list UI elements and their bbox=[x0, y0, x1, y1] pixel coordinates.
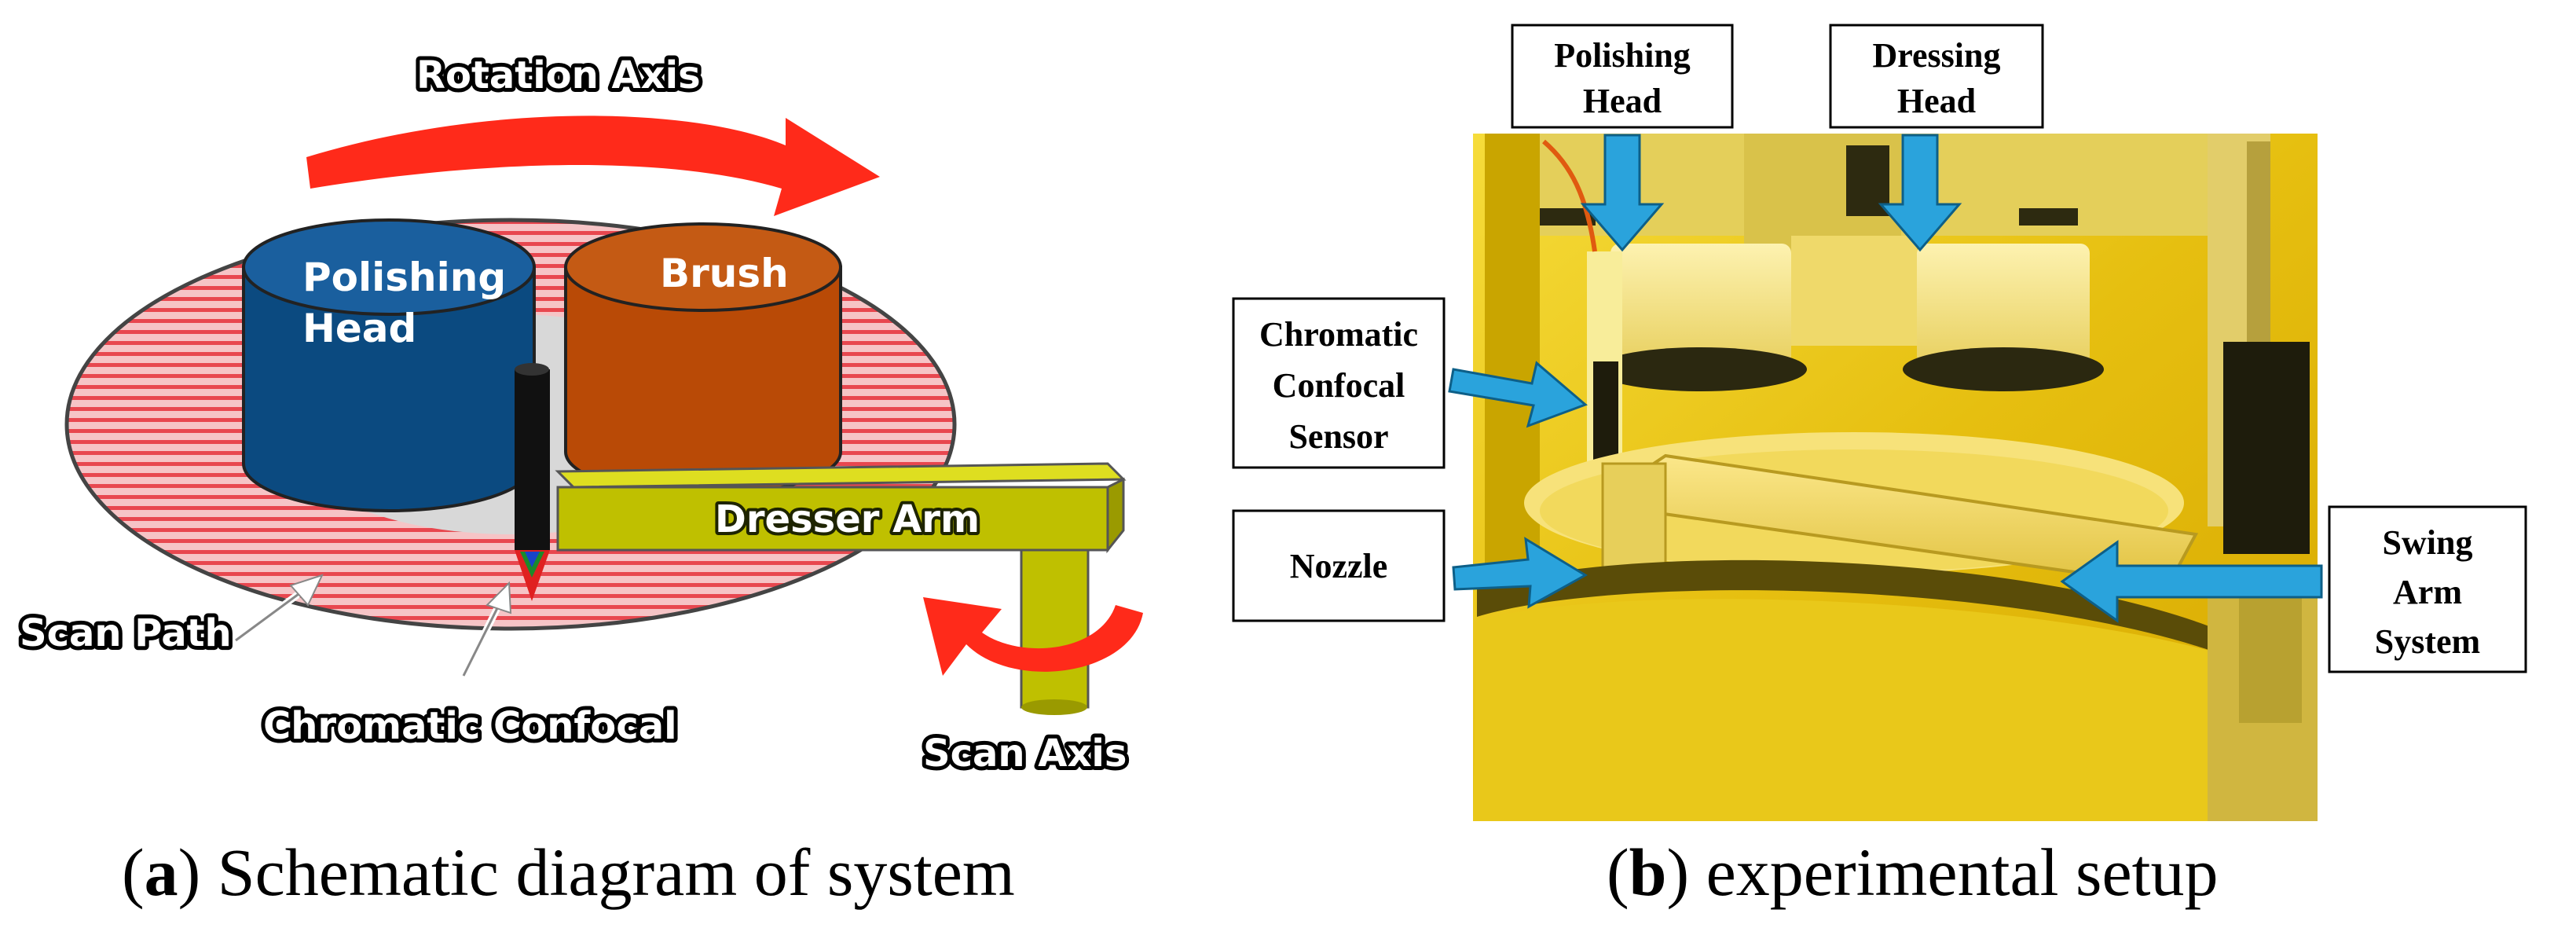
experimental-setup-figure: Polishing Head Dressing Head Chromatic C… bbox=[1232, 24, 2527, 821]
swing-arm-arrow bbox=[2060, 540, 2323, 623]
polishing-head-label-1: Polishing bbox=[302, 255, 506, 300]
dresser-arm-label: Dresser Arm bbox=[715, 497, 980, 541]
caption-a: (a) Schematic diagram of system bbox=[122, 834, 1015, 910]
caption-a-letter: a bbox=[144, 834, 178, 910]
sensor-box-line1: Chromatic bbox=[1259, 315, 1418, 354]
scan-axis-label: Scan Axis bbox=[923, 732, 1127, 776]
dressing-head-box-line2: Head bbox=[1897, 82, 1976, 120]
caption-b-text: experimental setup bbox=[1706, 834, 2219, 910]
chromatic-confocal-pointer bbox=[460, 581, 512, 678]
nozzle-box: Nozzle bbox=[1232, 509, 1446, 622]
swing-arm-system-box: Swing Arm System bbox=[2328, 505, 2527, 673]
sensor-box-line2: Confocal bbox=[1273, 366, 1405, 405]
brush-label: Brush bbox=[660, 251, 789, 296]
setup-photo bbox=[1473, 134, 2318, 821]
caption-a-text: Schematic diagram of system bbox=[217, 834, 1015, 910]
panel-b-experimental-setup: Polishing Head Dressing Head Chromatic C… bbox=[1226, 0, 2576, 939]
rotation-axis-arrow bbox=[306, 116, 880, 216]
sensor-arrow bbox=[1448, 361, 1588, 428]
polishing-head-box-line2: Head bbox=[1583, 82, 1662, 120]
scan-path-pointer bbox=[233, 574, 324, 644]
swing-box-line3: System bbox=[2375, 622, 2480, 661]
dresser-arm bbox=[555, 462, 1127, 715]
scan-axis-arrow bbox=[923, 597, 1143, 676]
schematic-diagram: Rotation Axis Polishing Head Brush bbox=[16, 50, 1143, 779]
dressing-head-box: Dressing Head bbox=[1829, 24, 2044, 129]
polishing-head-box-line1: Polishing bbox=[1554, 36, 1691, 75]
nozzle-box-label: Nozzle bbox=[1290, 547, 1388, 585]
panel-a-schematic: Rotation Axis Polishing Head Brush bbox=[0, 0, 1226, 939]
chromatic-confocal-label: Chromatic Confocal bbox=[263, 704, 677, 748]
polishing-head-label-2: Head bbox=[302, 306, 416, 351]
caption-b-letter: b bbox=[1629, 834, 1667, 910]
nozzle-arrow bbox=[1452, 537, 1588, 609]
polishing-head-cylinder bbox=[242, 218, 536, 512]
rotation-axis-label: Rotation Axis bbox=[416, 53, 701, 97]
dressing-head-box-line1: Dressing bbox=[1873, 36, 2001, 75]
scan-path-label: Scan Path bbox=[20, 611, 232, 655]
swing-box-line2: Arm bbox=[2393, 573, 2462, 611]
polishing-head-arrow bbox=[1580, 134, 1665, 252]
caption-b: (b) experimental setup bbox=[1607, 834, 2219, 910]
sensor-box-line3: Sensor bbox=[1288, 417, 1388, 456]
dressing-head-arrow bbox=[1878, 134, 1962, 252]
polishing-head-box: Polishing Head bbox=[1511, 24, 1734, 129]
swing-box-line1: Swing bbox=[2383, 523, 2473, 562]
chromatic-confocal-sensor-box: Chromatic Confocal Sensor bbox=[1232, 297, 1446, 469]
chromatic-confocal-probe bbox=[515, 363, 550, 601]
